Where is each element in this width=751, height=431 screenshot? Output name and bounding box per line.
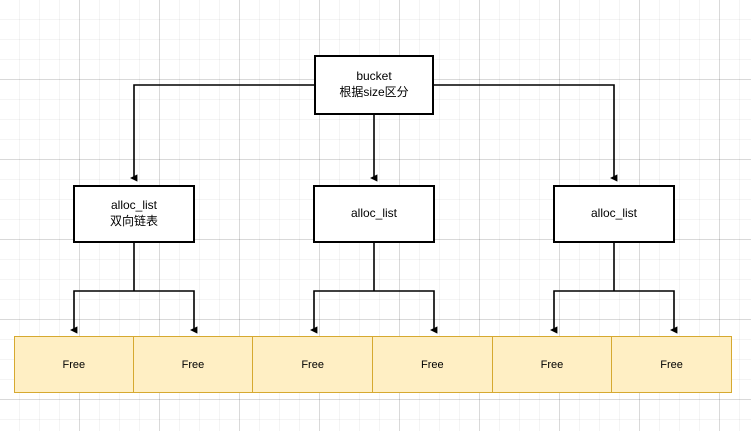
node-alloc-list-3[interactable]: alloc_list bbox=[553, 185, 675, 243]
edge-alloc-list-3-to-free-6 bbox=[614, 290, 678, 334]
edge-bucket-to-alloc-list-3 bbox=[434, 84, 618, 182]
free-block-3[interactable]: Free bbox=[253, 336, 373, 393]
node-alloc-list-1[interactable]: alloc_list 双向链表 bbox=[73, 185, 195, 243]
node-alloc-list-1-sublabel: 双向链表 bbox=[109, 214, 158, 228]
edge-alloc-list-3-to-free-5 bbox=[549, 290, 614, 334]
edge-alloc-list-1-to-free-2 bbox=[134, 290, 198, 334]
node-alloc-list-3-label: alloc_list bbox=[590, 206, 638, 221]
free-blocks-row: Free Free Free Free Free Free bbox=[14, 336, 732, 393]
node-alloc-list-2[interactable]: alloc_list bbox=[313, 185, 435, 243]
free-block-4-label: Free bbox=[420, 358, 444, 371]
node-bucket[interactable]: bucket 根据size区分 bbox=[314, 55, 434, 115]
node-bucket-label: bucket bbox=[356, 69, 392, 84]
free-block-1[interactable]: Free bbox=[14, 336, 134, 393]
free-block-6[interactable]: Free bbox=[612, 336, 732, 393]
edge-bucket-to-alloc-list-1 bbox=[129, 84, 314, 182]
free-block-1-label: Free bbox=[62, 358, 86, 371]
edge-alloc-list-1-to-free-1 bbox=[69, 290, 134, 334]
free-block-4[interactable]: Free bbox=[372, 336, 493, 393]
free-block-2-label: Free bbox=[181, 358, 205, 371]
edge-alloc-list-2-to-free-3 bbox=[309, 290, 374, 334]
free-block-3-label: Free bbox=[301, 358, 324, 371]
node-alloc-list-1-label: alloc_list bbox=[110, 198, 158, 213]
free-block-2[interactable]: Free bbox=[133, 336, 254, 393]
edge-alloc-list-2-to-free-4 bbox=[374, 290, 438, 334]
free-block-6-label: Free bbox=[660, 358, 683, 371]
free-block-5-label: Free bbox=[540, 358, 564, 371]
node-bucket-sublabel: 根据size区分 bbox=[339, 85, 409, 99]
free-block-5[interactable]: Free bbox=[492, 336, 613, 393]
node-alloc-list-2-label: alloc_list bbox=[350, 206, 398, 221]
